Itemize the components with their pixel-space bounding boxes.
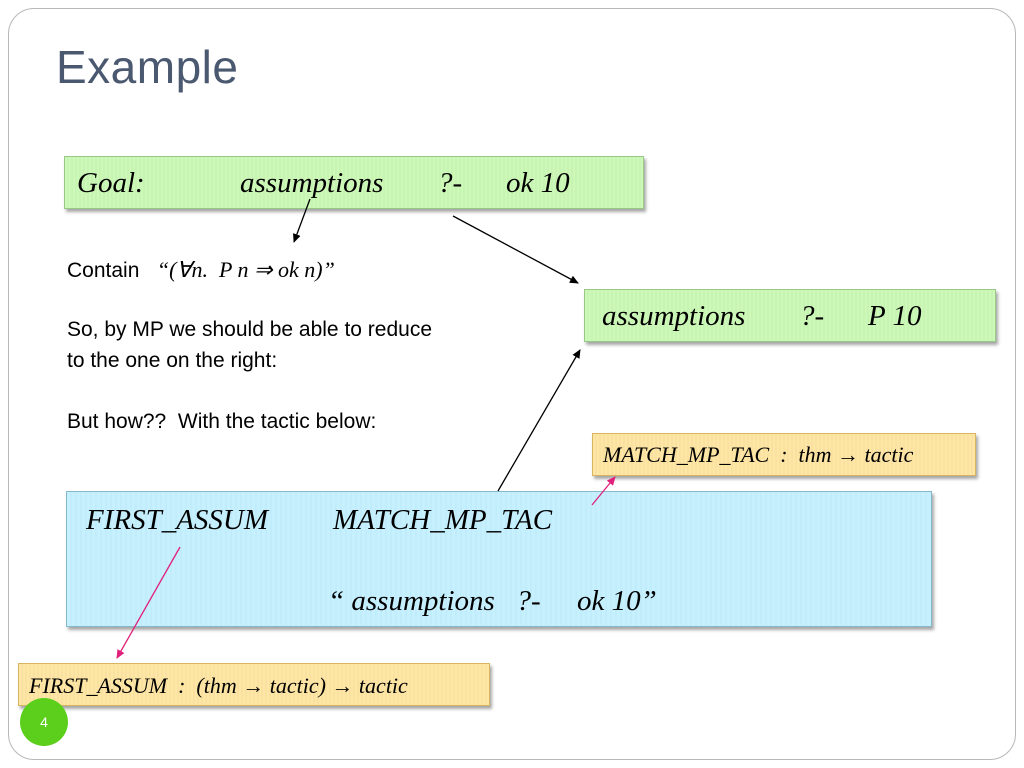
tactic-box: FIRST_ASSUM MATCH_MP_TAC “ assumptions ?… xyxy=(66,491,932,627)
contain-formula: “(∀n. P n ⇒ ok n)” xyxy=(156,257,335,282)
arrow-goal-to-contain xyxy=(293,198,311,243)
contain-line: Contain “(∀n. P n ⇒ ok n)” xyxy=(67,257,335,283)
match-mp-tac-type-box: MATCH_MP_TAC : thm → tactic xyxy=(592,433,976,476)
so-line-2: to the one on the right: xyxy=(67,349,278,372)
tactic-match-mp-tac: MATCH_MP_TAC xyxy=(333,504,553,536)
goal-label: Goal: xyxy=(77,167,145,199)
first-assum-type-box: FIRST_ASSUM : (thm → tactic) → tactic xyxy=(18,663,490,706)
slide-frame xyxy=(8,8,1016,760)
target-assumptions: assumptions xyxy=(602,300,746,332)
arrow-tactic-to-target xyxy=(497,349,581,492)
target-value: P 10 xyxy=(868,300,922,332)
arrow-first-to-type xyxy=(116,546,181,659)
page-number-badge: 4 xyxy=(20,698,68,746)
how-line: But how?? With the tactic below: xyxy=(67,410,377,433)
goal-value: ok 10 xyxy=(506,167,570,199)
tactic-first-assum: FIRST_ASSUM xyxy=(86,504,269,536)
arrow-goal-to-target xyxy=(452,215,579,284)
goal-turnstile: ?- xyxy=(438,167,463,199)
target-turnstile: ?- xyxy=(800,300,825,332)
target-box: assumptions ?- P 10 xyxy=(584,289,996,342)
tactic-quoted-goal: “ assumptions ?- ok 10” xyxy=(328,585,657,617)
slide-title: Example xyxy=(56,41,239,93)
goal-assumptions: assumptions xyxy=(240,167,384,199)
so-line-1: So, by MP we should be able to reduce xyxy=(67,318,433,341)
arrow-match-to-type xyxy=(591,476,616,506)
contain-label: Contain xyxy=(67,259,140,282)
goal-box: Goal: assumptions ?- ok 10 xyxy=(64,156,644,209)
